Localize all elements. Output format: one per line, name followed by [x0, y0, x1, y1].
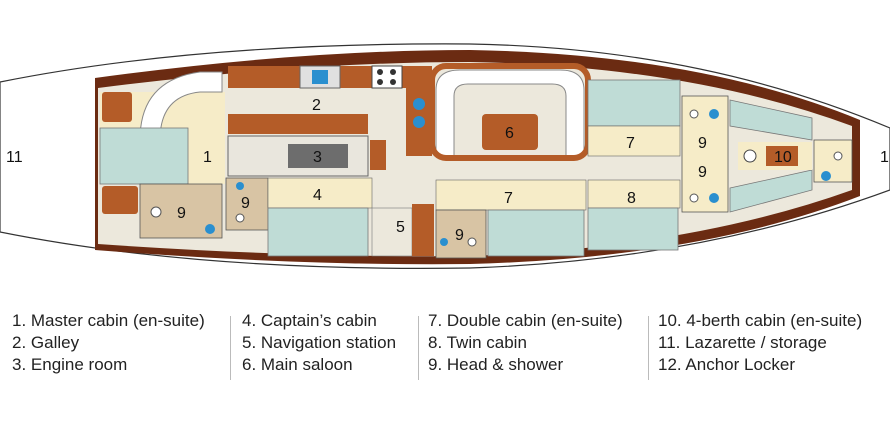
legend: 1. Master cabin (en-suite) 2. Galley 3. …: [0, 310, 890, 390]
toilet-icon: [150, 206, 162, 218]
galley-basin-icon: [413, 98, 425, 110]
four-berth-bunks-upper: [729, 99, 813, 141]
double-cabin-7b-bunk: [487, 209, 585, 257]
twin-cabin-bunk: [587, 207, 679, 251]
legend-divider: [648, 316, 649, 380]
toilet-icon: [833, 151, 843, 161]
basin-icon: [205, 224, 215, 234]
legend-item: 5. Navigation station: [242, 333, 397, 352]
label-engine-room: 3: [313, 149, 322, 166]
stove-burner-icon: [377, 69, 383, 75]
label-master-cabin: 1: [203, 149, 212, 166]
legend-item: 1. Master cabin (en-suite): [12, 311, 205, 330]
label-four-berth: 10: [774, 149, 792, 166]
double-cabin-7a-floor: [587, 125, 681, 157]
head-e: [813, 139, 853, 183]
label-nav-station: 5: [396, 219, 405, 236]
master-wood-1: [102, 92, 132, 122]
legend-item: 11. Lazarette / storage: [658, 333, 827, 352]
legend-item: 8. Twin cabin: [428, 333, 527, 352]
nav-desk: [412, 204, 434, 256]
galley-basin-icon: [413, 116, 425, 128]
saloon-table: [482, 114, 538, 150]
head-d: [681, 95, 729, 213]
captain-bunk: [267, 207, 369, 257]
toilet-icon: [689, 193, 699, 203]
label-double-cabin-aft: 7: [504, 190, 513, 207]
toilet-icon: [467, 237, 477, 247]
deck-plan: 1 2 3 4 5 6 7 7 8 9 9 9 9 9 10 11 1: [0, 43, 890, 269]
legend-item: 12. Anchor Locker: [658, 355, 796, 374]
legend-column-2: 4. Captain’s cabin 5. Navigation station…: [242, 310, 396, 376]
label-galley: 2: [312, 97, 321, 114]
label-double-cabin-fwd: 7: [626, 135, 635, 152]
basin-icon: [709, 193, 719, 203]
stove-burner-icon: [390, 69, 396, 75]
legend-item: 10. 4-berth cabin (en-suite): [658, 311, 863, 330]
toilet-icon: [689, 109, 699, 119]
legend-column-4: 10. 4-berth cabin (en-suite) 11. Lazaret…: [658, 310, 862, 376]
four-berth-table: [766, 146, 798, 166]
label-lazarette: 11: [6, 149, 23, 166]
double-cabin-7a-bunk: [587, 79, 681, 127]
legend-item: 6. Main saloon: [242, 355, 353, 374]
head-c: [435, 209, 487, 259]
label-head-captain: 9: [241, 195, 250, 212]
captain-cabin-floor: [267, 177, 373, 209]
basin-icon: [440, 238, 448, 246]
companionway-steps: [370, 140, 386, 170]
wall-under-galley: [228, 114, 368, 134]
engine-block: [288, 144, 348, 168]
label-captain-cabin: 4: [313, 187, 322, 204]
galley-side-counter: [406, 66, 432, 156]
galley-basin: [312, 70, 328, 84]
four-berth-bunks-lower: [729, 169, 813, 213]
basin-icon: [709, 109, 719, 119]
legend-divider: [418, 316, 419, 380]
stove-burner-icon: [377, 79, 383, 85]
toilet-icon: [235, 213, 245, 223]
basin-icon: [236, 182, 244, 190]
label-main-saloon: 6: [505, 125, 514, 142]
legend-column-1: 1. Master cabin (en-suite) 2. Galley 3. …: [12, 310, 205, 376]
label-head-fwd-upper: 9: [698, 135, 707, 152]
label-head-double: 9: [455, 227, 464, 244]
legend-divider: [230, 316, 231, 380]
nav-station: [371, 207, 413, 257]
legend-item: 7. Double cabin (en-suite): [428, 311, 623, 330]
twin-cabin-floor: [587, 179, 681, 209]
label-twin-cabin: 8: [627, 190, 636, 207]
mast-icon: [743, 149, 757, 163]
basin-icon: [821, 171, 831, 181]
legend-item: 4. Captain’s cabin: [242, 311, 377, 330]
legend-column-3: 7. Double cabin (en-suite) 8. Twin cabin…: [428, 310, 623, 376]
legend-item: 3. Engine room: [12, 355, 128, 374]
master-bunk: [99, 127, 189, 185]
legend-item: 9. Head & shower: [428, 355, 564, 374]
label-head-master: 9: [177, 205, 186, 222]
stove-burner-icon: [390, 79, 396, 85]
label-head-fwd-lower: 9: [698, 164, 707, 181]
label-anchor-locker: 1: [880, 149, 889, 166]
master-cabin-curve: [139, 71, 223, 141]
galley-stove: [371, 65, 403, 89]
legend-item: 2. Galley: [12, 333, 80, 352]
double-cabin-7b-floor: [435, 179, 587, 211]
master-wood-2: [102, 186, 138, 214]
